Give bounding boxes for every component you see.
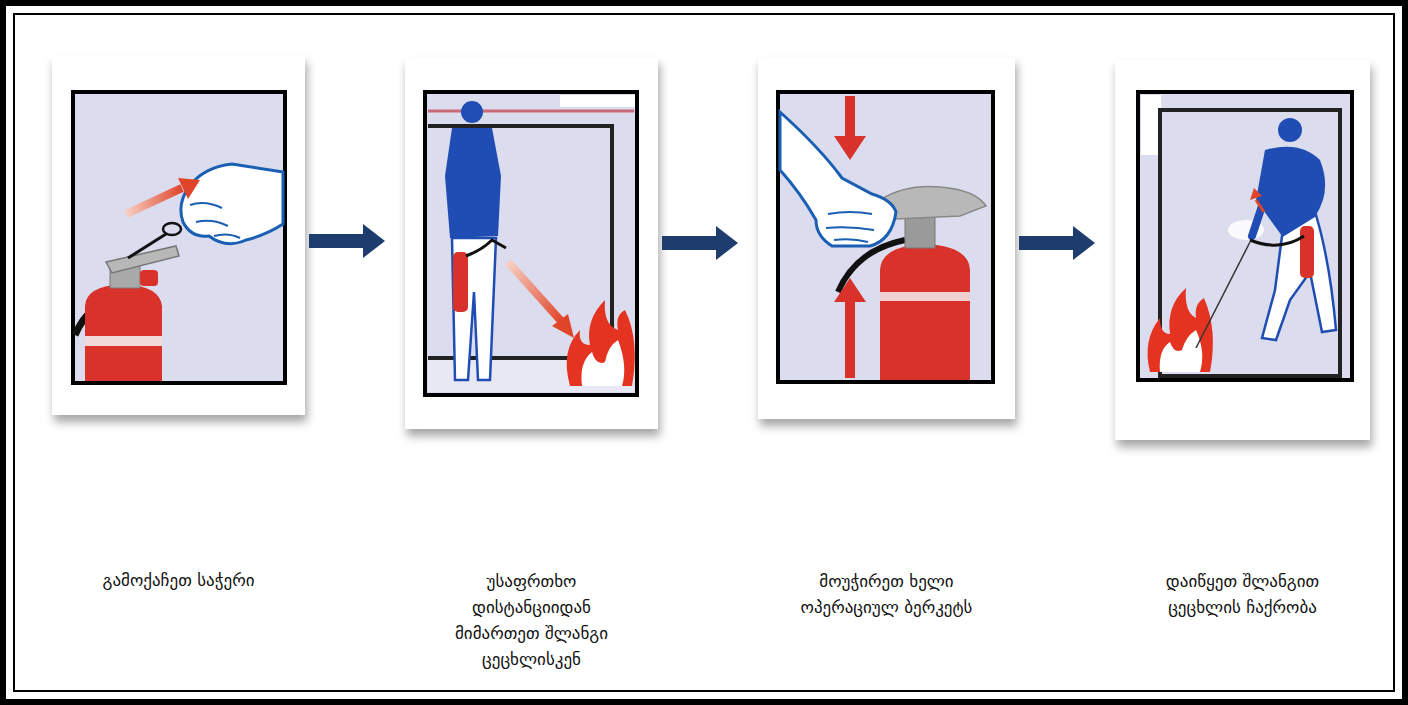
aim-hose-picture-part (445, 128, 501, 238)
sweep-fire-picture-part (1160, 330, 1203, 372)
aim-hose-picture-part (452, 238, 496, 380)
card-background-part (1115, 60, 1370, 440)
pull-pin-picture-part (85, 336, 162, 346)
pull-pin-picture-part (85, 284, 162, 381)
step-caption: დაიწყეთ შლანგით ცეცხლის ჩაქრობა (1140, 568, 1345, 620)
card-background (52, 55, 1370, 440)
step-caption: გამოქაჩეთ საჭერი (59, 567, 299, 593)
pull-pin-picture-part (190, 203, 240, 238)
squeeze-lever-picture-part (880, 292, 970, 301)
outer-frame (3, 3, 1405, 702)
sweep-fire-picture-part (1256, 200, 1264, 212)
sweep-fire-picture-part (1196, 242, 1250, 348)
sweep-fire-picture-part (1250, 188, 1262, 200)
pull-pin-picture-part (73, 92, 285, 383)
step-caption: მოუჭირეთ ხელი ოპერაციულ ბერკეტს (779, 568, 994, 620)
squeeze-lever-picture-part (834, 136, 866, 160)
step-arrow (1019, 226, 1095, 260)
sweep-fire-picture-part (1300, 226, 1314, 278)
aim-hose-picture-part (461, 101, 483, 123)
aim-hose-picture-part (560, 95, 635, 107)
pull-pin-picture-part (140, 270, 158, 286)
squeeze-lever-picture-part (778, 92, 993, 382)
pull-pin-picture (73, 92, 285, 383)
card-area (1115, 60, 1370, 440)
aim-hose-picture-part (567, 300, 635, 386)
aim-hose-picture-part (453, 252, 468, 312)
outer-frame-part (3, 3, 1405, 702)
arrow-head (716, 226, 738, 260)
card-area (405, 57, 658, 429)
squeeze-lever-picture (778, 92, 993, 382)
sweep-fire-picture (1138, 92, 1352, 380)
pull-pin-picture-part (128, 234, 166, 258)
step-card: მოუჭირეთ ხელი ოპერაციულ ბერკეტს (758, 57, 1015, 620)
sweep-fire-picture-part (1262, 215, 1336, 340)
squeeze-lever-picture-part (880, 244, 970, 380)
aim-hose-picture-part (552, 314, 574, 338)
squeeze-lever-picture-part (780, 112, 896, 246)
aim-hose-picture-part (581, 340, 624, 386)
outer-frame-part (14, 14, 1394, 691)
arrow-head (1073, 226, 1095, 260)
aim-hose-picture-part (425, 92, 637, 395)
pull-pin-picture-part (181, 164, 283, 244)
squeeze-lever-picture-part (834, 278, 866, 302)
card-area (758, 57, 1015, 419)
aim-hose-picture-part (466, 240, 506, 256)
squeeze-lever-picture-part (826, 212, 874, 242)
step-card: დაიწყეთ შლანგით ცეცხლის ჩაქრობა (1115, 60, 1370, 620)
step-caption: უსაფრთხო დისტანციიდან მიმართეთ შლანგი ცე… (442, 568, 622, 672)
aim-hose-picture (425, 92, 637, 395)
aim-hose-picture-part (508, 262, 562, 322)
sweep-fire-picture-part (1148, 288, 1213, 372)
arrow-shaft (662, 236, 718, 250)
step-card: უსაფრთხო დისტანციიდან მიმართეთ შლანგი ცე… (405, 57, 658, 672)
card-background-part (758, 57, 1015, 419)
card-background-part (52, 55, 305, 415)
sweep-fire-picture-part (1138, 92, 1352, 380)
arrow-shaft (1019, 236, 1075, 250)
arrow-shaft (309, 234, 365, 248)
pull-pin-picture-part (163, 223, 181, 235)
step-card: გამოქაჩეთ საჭერი (52, 55, 305, 593)
arrow-head (363, 224, 385, 258)
step-arrow (662, 226, 738, 260)
card-area (52, 55, 305, 415)
sweep-fire-picture-part (1250, 236, 1304, 245)
pull-pin-picture-part (178, 178, 200, 199)
step-arrow (309, 224, 385, 258)
pull-pin-picture-part (126, 188, 182, 214)
squeeze-lever-picture-part (845, 300, 855, 378)
squeeze-lever-picture-part (845, 96, 855, 138)
card-background-part (405, 57, 658, 429)
aim-hose-picture-part (428, 110, 634, 113)
sweep-fire-picture-part (1278, 118, 1302, 142)
